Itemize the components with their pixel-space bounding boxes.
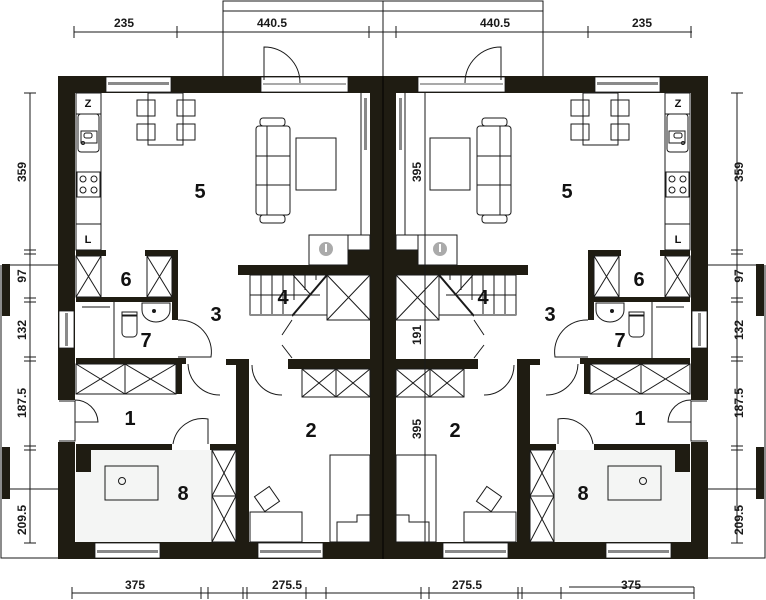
room-label-1-right: 1: [634, 408, 645, 430]
kitchen-right: [664, 92, 691, 251]
dim-right-2: 97: [732, 269, 746, 283]
dim-center-middle: 191: [410, 325, 424, 345]
dim-left-1: 359: [15, 162, 29, 182]
window-bottom-3: [442, 542, 509, 559]
left-terrace-post-bottom: [2, 447, 10, 499]
dim-left-3: 132: [15, 320, 29, 340]
window-right-bath: [691, 310, 708, 349]
room-label-6-left: 6: [120, 269, 131, 291]
sofa-left: [255, 117, 337, 224]
bathroom-fixtures-right: [595, 302, 645, 338]
dishwasher-label-left: L: [85, 234, 92, 246]
right-terrace-post-top: [756, 264, 764, 316]
bedroom-furniture-right: [395, 454, 517, 543]
dimension-right: [708, 92, 766, 559]
dim-bottom-3: 275.5: [452, 578, 482, 592]
dimension-top: [73, 26, 692, 38]
kitchen-left: [75, 92, 102, 251]
dim-center-lower: 395: [410, 419, 424, 439]
utility-appliance-right: [607, 465, 662, 501]
window-bottom-2: [257, 542, 324, 559]
window-left-bath: [58, 310, 75, 349]
window-top-left-door: [260, 76, 349, 93]
windows: [58, 76, 708, 559]
interior-walls-left: [76, 250, 370, 542]
dim-left-2: 97: [15, 269, 29, 283]
fridge-label-left: Z: [85, 98, 92, 110]
right-terrace-post-bottom: [756, 447, 764, 499]
room-label-2-right: 2: [449, 420, 460, 442]
dim-bottom-1: 375: [125, 578, 145, 592]
room-label-4-right: 4: [477, 287, 489, 309]
wardrobes: [75, 255, 691, 543]
window-bottom-4: [605, 542, 672, 559]
room-label-2-left: 2: [305, 420, 316, 442]
room-label-4-left: 4: [277, 287, 289, 309]
utility-appliance-left: [104, 465, 159, 501]
dim-top-2: 440.5: [257, 16, 287, 30]
stairs-right: [438, 274, 517, 359]
room-label-3-left: 3: [210, 304, 221, 326]
window-top-right-kitchen: [594, 76, 661, 93]
boiler-icon-right: [433, 242, 447, 256]
room-label-5-left: 5: [194, 181, 205, 203]
dishwasher-label-right: L: [675, 234, 682, 246]
fridge-label-right: Z: [675, 98, 682, 110]
window-bottom-1: [94, 542, 161, 559]
stairs-left: [249, 274, 328, 359]
dim-center-upper: 395: [410, 162, 424, 182]
dim-bottom-2: 275.5: [272, 578, 302, 592]
room-label-8-left: 8: [177, 483, 188, 505]
door-swings: [172, 319, 594, 445]
dim-left-5: 209.5: [15, 505, 29, 535]
window-top-left-kitchen: [105, 76, 172, 93]
window-top-right-door: [417, 76, 506, 93]
bedroom-furniture-left: [249, 454, 371, 543]
sofa-right: [429, 117, 512, 224]
dimension-bottom-ticks: [72, 587, 695, 599]
dining-table-right: [570, 92, 630, 146]
utility-fill-left: [76, 450, 212, 542]
room-label-6-right: 6: [633, 269, 644, 291]
room-label-8-right: 8: [577, 483, 588, 505]
utility-fill-right: [554, 450, 690, 542]
terrace-top: [222, 0, 544, 78]
dim-right-4: 187.5: [732, 388, 746, 418]
entry-doors: [58, 399, 708, 442]
left-terrace-post-top: [2, 264, 10, 316]
boiler-icon-left: [319, 242, 333, 256]
dim-top-3: 440.5: [480, 16, 510, 30]
room-label-1-left: 1: [124, 408, 135, 430]
room-label-7-right: 7: [614, 330, 625, 352]
dining-table-left: [136, 92, 196, 146]
dim-bottom-4: 375: [621, 578, 641, 592]
dim-top-4: 235: [632, 16, 652, 30]
terrace-door-swings: [263, 46, 502, 84]
room-label-7-left: 7: [140, 330, 151, 352]
interior-walls-right: [396, 250, 690, 542]
dim-right-5: 209.5: [732, 505, 746, 535]
dim-right-3: 132: [732, 320, 746, 340]
dim-right-1: 359: [732, 162, 746, 182]
room-label-3-right: 3: [544, 304, 555, 326]
bathroom-fixtures-left: [121, 302, 171, 338]
dim-left-4: 187.5: [15, 388, 29, 418]
room-label-5-right: 5: [561, 181, 572, 203]
dimension-left: [0, 92, 58, 559]
dim-top-1: 235: [114, 16, 134, 30]
thin-partitions: [82, 93, 684, 358]
